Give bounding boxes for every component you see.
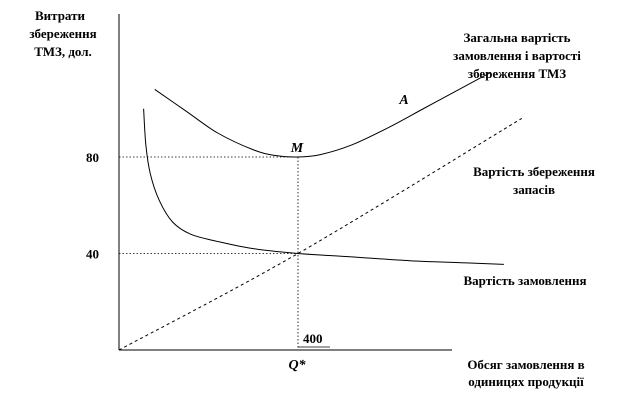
point-m-label: M <box>290 141 304 156</box>
series-holding-line <box>118 117 523 351</box>
q-star-axis-label: Q* <box>288 358 306 373</box>
series-layer <box>118 72 523 351</box>
guide-lines <box>119 156 330 350</box>
series-ordering-label: Вартість замовлення <box>463 273 586 288</box>
series-holding-label-line-2: запасів <box>513 182 555 197</box>
x-axis-label-line-2: одиницях продукції <box>468 374 584 389</box>
series-total-label-line-1: Загальна вартість <box>464 30 571 45</box>
series-holding-label-line-1: Вартість збереження <box>473 164 595 179</box>
series-total-label-line-2: замовлення і вартості <box>453 48 581 63</box>
q-star-value-label: 400 <box>303 331 323 346</box>
series-total-line <box>154 72 491 158</box>
series-total-label-line-3: збереження ТМЗ <box>468 66 566 81</box>
y-axis-label-line-3: ТМЗ, дол. <box>34 44 92 59</box>
axes <box>118 14 452 351</box>
curve-a-label: A <box>398 93 408 108</box>
y-axis-label-line-1: Витрати <box>35 8 85 23</box>
y-axis-label-line-2: збереження <box>29 26 96 41</box>
x-axis-label-line-1: Обсяг замовлення в <box>467 357 584 372</box>
series-ordering-line <box>143 108 504 265</box>
y-tick-label-40: 40 <box>86 247 99 262</box>
y-tick-label-80: 80 <box>86 150 99 165</box>
